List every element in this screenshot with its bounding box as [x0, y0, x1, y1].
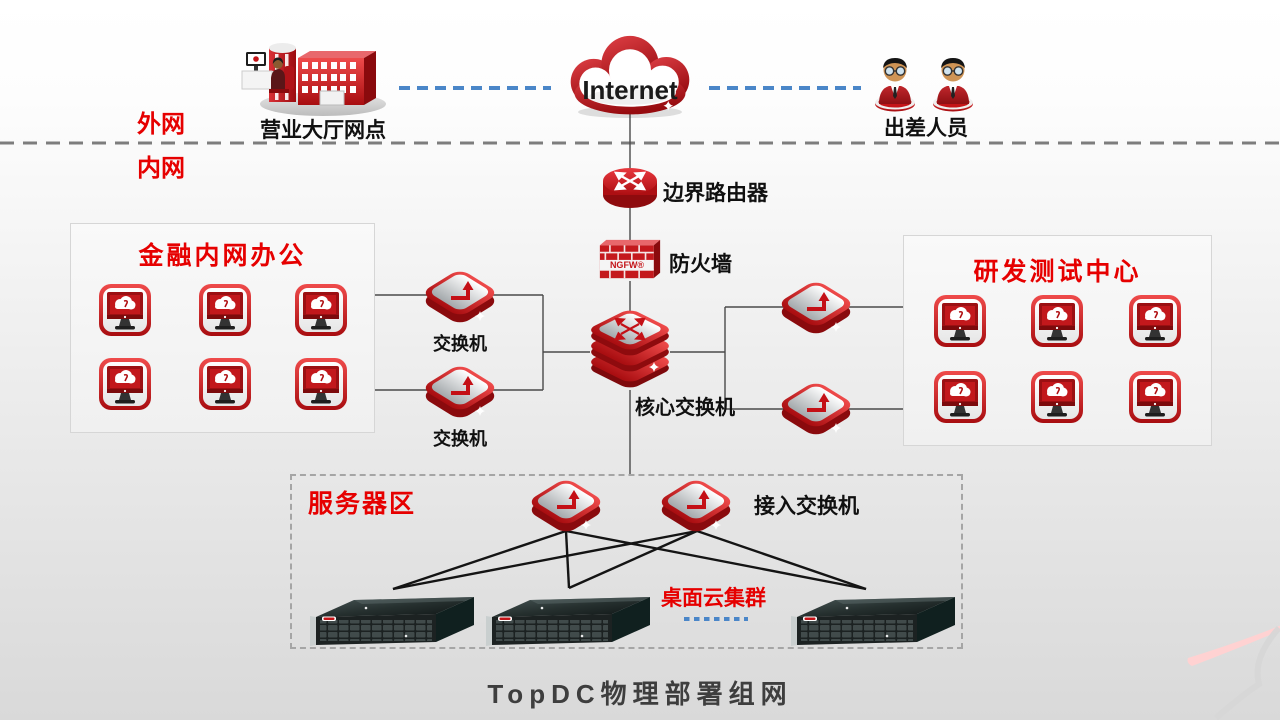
switch-icon [422, 360, 498, 424]
zone-server-area [290, 474, 963, 649]
branch-office-icon [240, 36, 395, 118]
firewall-badge: NGFW® [609, 260, 645, 270]
workstation-icon [198, 357, 252, 411]
external-net-label: 外网 [137, 111, 185, 138]
switch-icon [778, 377, 854, 441]
server-icon [482, 590, 652, 648]
firewall-icon [598, 238, 662, 280]
workstation-icon [1128, 370, 1182, 424]
access-switch-label: 接入交换机 [754, 495, 859, 518]
workstation-icon [1030, 370, 1084, 424]
access-switch-icon [528, 474, 604, 538]
border-router-label: 边界路由器 [663, 182, 768, 205]
workstation-icon [1128, 294, 1182, 348]
decorative-swoosh [1187, 625, 1280, 666]
server-area-title: 服务器区 [308, 490, 417, 518]
workstation-icon [294, 357, 348, 411]
core-switch-label: 核心交换机 [635, 397, 735, 419]
zone-finance-office-title: 金融内网办公 [138, 242, 307, 270]
travelers-label: 出差人员 [884, 117, 968, 140]
access-switch-icon [658, 474, 734, 538]
workstation-icon [1030, 294, 1084, 348]
border-router-icon [602, 166, 658, 210]
core-switch-icon [584, 306, 676, 394]
desktop-cloud-cluster-label: 桌面云集群 [661, 587, 766, 610]
footer-title: TopDC物理部署组网 [487, 679, 793, 709]
firewall-label: 防火墙 [669, 253, 732, 276]
branch-office-label: 营业大厅网点 [260, 119, 386, 142]
traveler-icon [872, 52, 918, 112]
traveler-icon [930, 52, 976, 112]
workstation-icon [198, 283, 252, 337]
workstation-icon [294, 283, 348, 337]
switch-icon [778, 276, 854, 340]
workstation-icon [933, 370, 987, 424]
switch-label: 交换机 [433, 429, 487, 449]
internal-net-label: 内网 [137, 155, 185, 182]
workstation-icon [98, 357, 152, 411]
switch-label: 交换机 [433, 334, 487, 354]
internet-label: Internet [582, 75, 678, 105]
server-icon [787, 590, 957, 648]
workstation-icon [98, 283, 152, 337]
switch-icon [422, 265, 498, 329]
server-icon [306, 590, 476, 648]
zone-rnd-center-title: 研发测试中心 [973, 258, 1142, 286]
workstation-icon [933, 294, 987, 348]
